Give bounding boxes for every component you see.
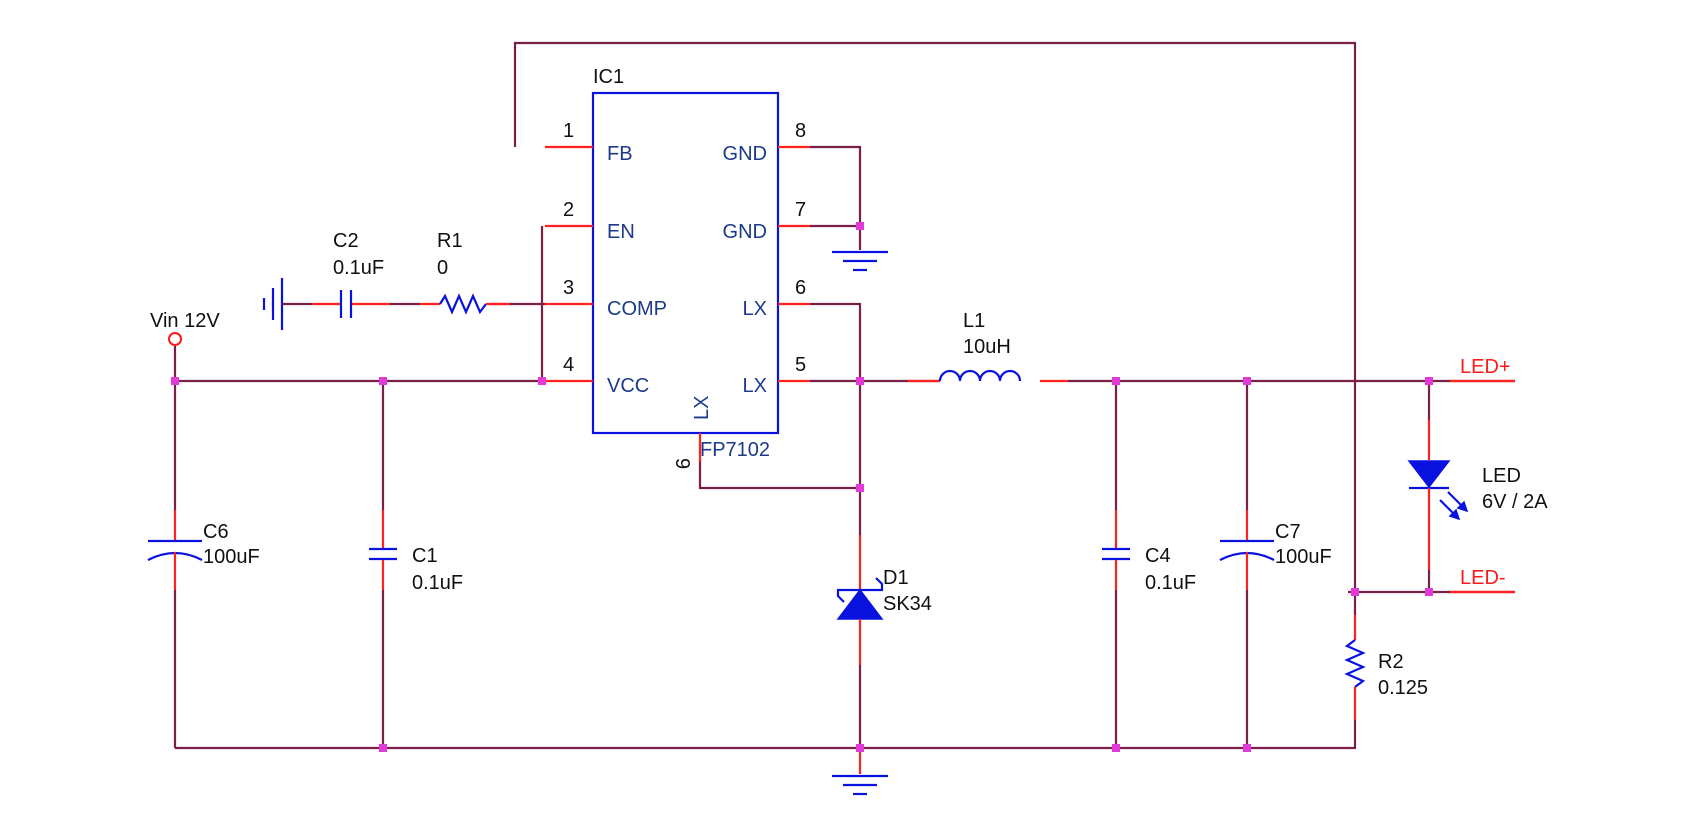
c4-ref: C4 xyxy=(1145,545,1171,567)
capacitor-c1[interactable]: C1 0.1uF xyxy=(369,510,463,594)
ic1-pin-6-num: 6 xyxy=(795,277,806,299)
c1-value: 0.1uF xyxy=(412,572,463,594)
junction-nodes xyxy=(171,222,1433,752)
wire-lx6 xyxy=(810,302,862,535)
diode-d1[interactable]: D1 SK34 xyxy=(836,535,932,665)
c1-ref: C1 xyxy=(412,545,438,567)
ic1-pin-3-name: COMP xyxy=(607,298,667,320)
c2-value: 0.1uF xyxy=(333,257,384,279)
capacitor-c6[interactable]: C6 100uF xyxy=(147,510,260,590)
net-label-led-minus: LED- xyxy=(1460,567,1506,589)
ic1-pin-1-num: 1 xyxy=(563,120,574,142)
c6-ref: C6 xyxy=(203,521,229,543)
led-ref: LED xyxy=(1482,465,1521,487)
ic1-pin-9-num: 9 xyxy=(671,458,693,469)
ic1-pin-8-num: 8 xyxy=(795,120,806,142)
ic1-pin-1-name: FB xyxy=(607,143,633,165)
ic1-body xyxy=(591,91,780,435)
ic1-pin-4-num: 4 xyxy=(563,354,574,376)
d1-value: SK34 xyxy=(883,593,932,615)
vin-terminal[interactable]: Vin 12V xyxy=(150,310,220,346)
c6-value: 100uF xyxy=(203,546,260,568)
c7-value: 100uF xyxy=(1275,546,1332,568)
r2-value: 0.125 xyxy=(1378,677,1428,699)
net-label-led-plus: LED+ xyxy=(1460,356,1511,378)
c2-ref: C2 xyxy=(333,230,359,252)
ic1-ref-label: IC1 xyxy=(593,66,624,88)
l1-ref: L1 xyxy=(963,310,985,332)
wire-gnd-pins xyxy=(810,145,862,250)
vin-terminal-circle xyxy=(168,332,182,346)
ic1-pin-9-name: LX xyxy=(691,396,713,420)
inductor-l1[interactable]: L1 10uH xyxy=(908,310,1068,383)
ic1-pin-6-name: LX xyxy=(743,298,767,320)
ic1-pin-5-name: LX xyxy=(743,375,767,397)
ic1-pin-7-name: GND xyxy=(723,221,767,243)
r1-value: 0 xyxy=(437,257,448,279)
led-d2[interactable]: LED 6V / 2A xyxy=(1407,420,1548,570)
ic1-pin-7-num: 7 xyxy=(795,199,806,221)
c7-ref: C7 xyxy=(1275,521,1301,543)
ground-symbol-c2 xyxy=(262,278,312,330)
ic1-pin-2-name: EN xyxy=(607,221,635,243)
c4-value: 0.1uF xyxy=(1145,572,1196,594)
ground-symbol-bottom xyxy=(832,748,888,796)
ground-symbol-gnd-pins xyxy=(832,250,888,272)
l1-value: 10uH xyxy=(963,336,1011,358)
capacitor-c4[interactable]: C4 0.1uF xyxy=(1102,510,1196,594)
r2-ref: R2 xyxy=(1378,651,1404,673)
ic1-pin-5-num: 5 xyxy=(795,354,806,376)
wires xyxy=(173,41,1515,750)
resistor-r1[interactable]: R1 0 xyxy=(420,230,510,315)
ic1-pin-8-name: GND xyxy=(723,143,767,165)
wire-lx9 xyxy=(698,460,860,490)
capacitor-c7[interactable]: C7 100uF xyxy=(1219,510,1332,590)
capacitor-c2[interactable]: C2 0.1uF xyxy=(312,230,420,318)
ic1-pin-2-num: 2 xyxy=(563,199,574,221)
ic1[interactable]: IC1 FP7102 1 2 3 4 5 6 7 8 9 FB EN COMP … xyxy=(545,66,810,469)
r1-ref: R1 xyxy=(437,230,463,252)
resistor-r2[interactable]: R2 0.125 xyxy=(1344,592,1428,720)
ic1-pin-3-num: 3 xyxy=(563,277,574,299)
vin-label: Vin 12V xyxy=(150,310,220,332)
ic1-part-label: FP7102 xyxy=(700,439,770,461)
ic1-pin-4-name: VCC xyxy=(607,375,649,397)
d1-ref: D1 xyxy=(883,567,909,589)
led-value: 6V / 2A xyxy=(1482,491,1548,513)
